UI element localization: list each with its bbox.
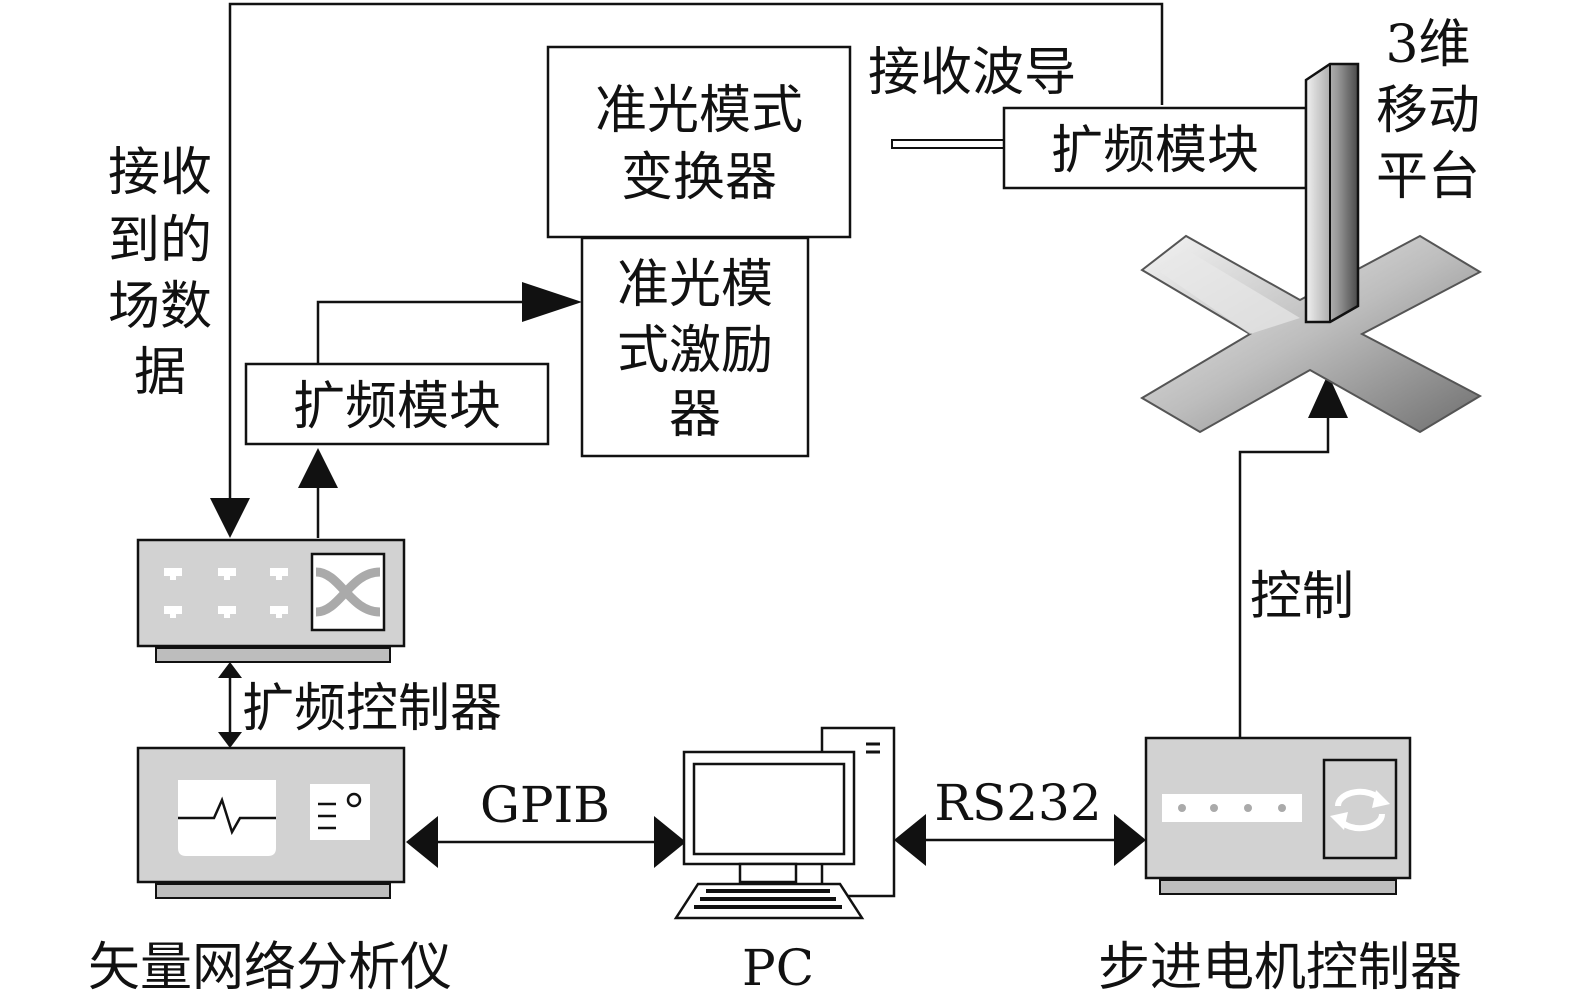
received-data-label-4: 据	[134, 343, 186, 403]
rs232-arrow-right	[1114, 814, 1146, 866]
freq-controller-label: 扩频控制器	[242, 679, 502, 739]
controller-to-module-arrowhead	[298, 448, 338, 488]
control-label: 控制	[1250, 567, 1354, 627]
module-to-exciter-wire	[316, 300, 540, 364]
qo-converter-label-1: 准光模式	[595, 81, 803, 141]
desktop-computer-icon	[673, 726, 896, 920]
received-data-wire	[228, 2, 1164, 510]
received-data-label: 接收 到的 场数 据	[108, 143, 212, 403]
qo-mode-converter-box: 准光模式 变换器	[546, 45, 852, 239]
pc-label: PC	[742, 939, 814, 997]
controller-vna-arrow-down	[218, 732, 242, 748]
platform-label: 3维 移动 平台	[1376, 15, 1480, 207]
receive-waveguide-rod	[891, 139, 1005, 149]
vna-label: 矢量网络分析仪	[88, 938, 452, 998]
wires	[210, 2, 1348, 868]
controller-vna-arrow-up	[218, 662, 242, 678]
received-data-label-3: 场数	[108, 277, 212, 337]
received-data-label-1: 接收	[108, 143, 212, 203]
control-arrowhead	[1308, 374, 1348, 418]
3d-motion-stage-icon	[1140, 62, 1483, 434]
stepper-motor-controller-icon	[1144, 736, 1412, 895]
platform-label-2: 移动	[1376, 81, 1480, 141]
receive-waveguide-label: 接收波导	[868, 43, 1076, 103]
gpib-arrow-left	[406, 816, 438, 868]
rs232-arrow-left	[894, 814, 926, 866]
rs232-label: RS232	[934, 774, 1101, 832]
freq-module-right-box: 扩频模块	[1002, 106, 1308, 190]
qo-converter-label-2: 变换器	[621, 148, 777, 208]
qo-exciter-label-1: 准光模	[617, 255, 773, 315]
qo-mode-exciter-box: 准光模 式激励 器	[580, 236, 810, 458]
freq-module-right-label: 扩频模块	[1051, 121, 1259, 181]
platform-label-1: 3维	[1385, 15, 1470, 75]
vector-network-analyzer-icon	[136, 746, 406, 899]
freq-module-left-label: 扩频模块	[293, 377, 501, 437]
module-to-exciter-arrowhead	[522, 282, 582, 322]
freq-module-left-box: 扩频模块	[244, 362, 550, 446]
platform-label-3: 平台	[1376, 147, 1480, 207]
frequency-extender-controller-icon	[136, 538, 406, 663]
stepper-controller-label: 步进电机控制器	[1098, 938, 1462, 998]
qo-exciter-label-2: 式激励	[617, 321, 773, 381]
control-wire	[1238, 410, 1330, 738]
gpib-label: GPIB	[480, 776, 610, 834]
received-data-label-2: 到的	[108, 211, 212, 271]
gpib-arrow-right	[654, 816, 686, 868]
qo-exciter-label-3: 器	[669, 385, 721, 445]
received-data-arrowhead	[210, 498, 250, 538]
